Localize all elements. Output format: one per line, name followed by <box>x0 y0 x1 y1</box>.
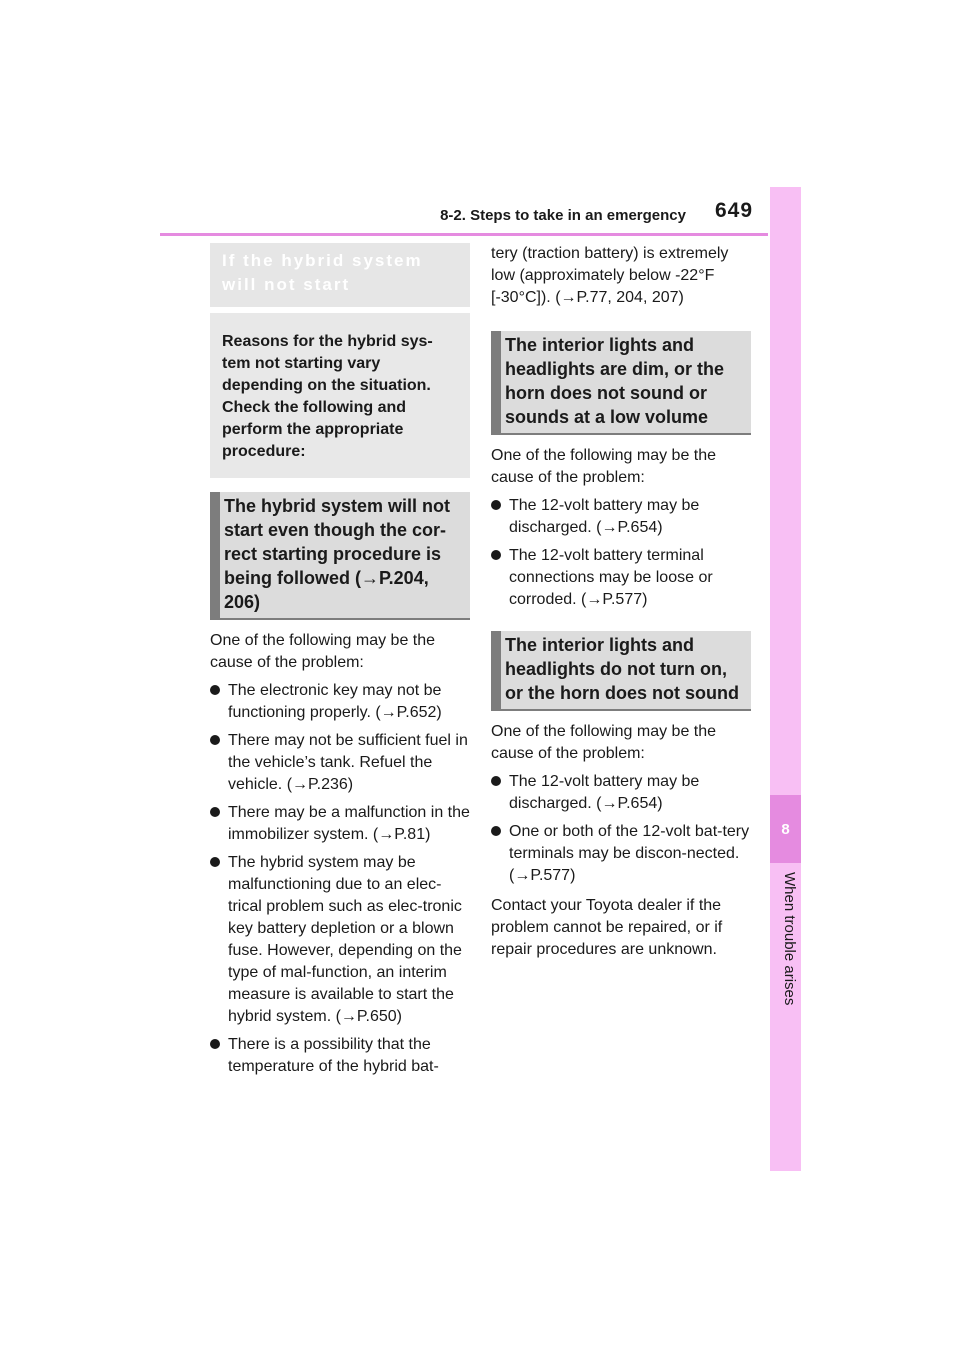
subheading-will-not-start: The hybrid system will not start even th… <box>210 492 470 620</box>
list-item: One or both of the 12-volt bat-tery term… <box>491 821 751 887</box>
lead-paragraph: One of the following may be the cause of… <box>210 632 436 671</box>
bullet-icon <box>210 807 220 817</box>
list-item-text: There may be a malfunction in the immobi… <box>228 804 470 843</box>
bullet-icon <box>210 1039 220 1049</box>
continuation-text: tery (traction battery) is extremely low… <box>491 245 729 306</box>
subheading-lights-off: The interior lights and headlights do no… <box>491 631 751 711</box>
right-column: tery (traction battery) is extremely low… <box>491 243 751 961</box>
list-item: There may be a malfunction in the immobi… <box>210 802 470 846</box>
list-item-text: The hybrid system may be malfunctioning … <box>228 854 462 1025</box>
list-item: The 12-volt battery may be discharged. (… <box>491 495 751 539</box>
bullet-icon <box>491 776 501 786</box>
list-item: The electronic key may not be functionin… <box>210 680 470 724</box>
list-item-text: There is a possibility that the temperat… <box>228 1036 439 1075</box>
lead-paragraph: One of the following may be the cause of… <box>491 723 717 762</box>
chapter-number: 8 <box>770 795 801 863</box>
list-item-text: The electronic key may not be functionin… <box>228 682 442 721</box>
lead-paragraph: One of the following may be the cause of… <box>491 447 717 486</box>
list-item: The hybrid system may be malfunctioning … <box>210 852 470 1028</box>
bullet-icon <box>210 685 220 695</box>
list-item: There is a possibility that the temperat… <box>210 1034 470 1078</box>
bullet-icon <box>210 735 220 745</box>
list-item: The 12-volt battery terminal connections… <box>491 545 751 611</box>
list-item: The 12-volt battery may be discharged. (… <box>491 771 751 815</box>
bullet-icon <box>491 500 501 510</box>
intro-box: Reasons for the hybrid sys-tem not start… <box>210 313 470 478</box>
chapter-label: When trouble arises <box>781 872 798 1006</box>
list-item-text: There may not be sufficient fuel in the … <box>228 732 468 793</box>
page-number: 649 <box>715 199 754 222</box>
bullet-icon <box>491 826 501 836</box>
list-item-text: The 12-volt battery may be discharged. (… <box>509 497 700 536</box>
left-column: If the hybrid system will not start Reas… <box>210 243 470 1078</box>
bullet-icon <box>210 857 220 867</box>
subheading-lights-dim: The interior lights and headlights are d… <box>491 331 751 435</box>
header-rule <box>160 233 768 236</box>
closing-paragraph: Contact your Toyota dealer if the proble… <box>491 897 723 958</box>
list-item-text: The 12-volt battery terminal connections… <box>509 547 713 608</box>
section-title: 8-2. Steps to take in an emergency <box>440 207 686 224</box>
list-item-text: One or both of the 12-volt bat-tery term… <box>509 823 750 884</box>
section-banner: If the hybrid system will not start <box>210 243 470 307</box>
bullet-icon <box>491 550 501 560</box>
chapter-side-tab <box>770 187 801 1171</box>
list-item: There may not be sufficient fuel in the … <box>210 730 470 796</box>
list-item-text: The 12-volt battery may be discharged. (… <box>509 773 700 812</box>
